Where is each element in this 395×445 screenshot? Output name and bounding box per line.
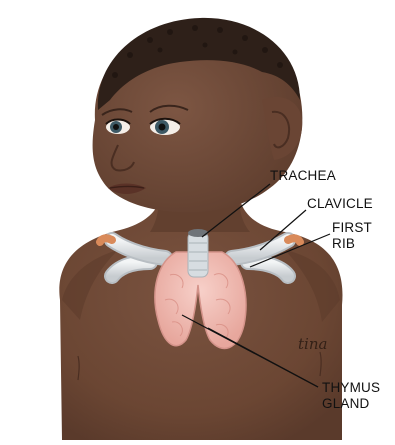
clavicle-label-text: CLAVICLE — [307, 196, 373, 212]
thymus-label-line2: GLAND — [322, 396, 380, 412]
thymus-label-line1: THYMUS — [322, 380, 380, 396]
left-eye — [106, 120, 130, 135]
clavicle-label: CLAVICLE — [307, 196, 373, 212]
right-eye — [150, 119, 180, 135]
trachea-label-text: TRACHEA — [270, 168, 336, 184]
first-rib-label-line1: FIRST — [332, 220, 372, 236]
thymus-gland-label: THYMUS GLAND — [322, 380, 380, 412]
first-rib-label-line2: RIB — [332, 236, 372, 252]
first-rib-label: FIRST RIB — [332, 220, 372, 252]
artist-signature: tina — [298, 335, 327, 353]
trachea-label: TRACHEA — [270, 168, 336, 184]
